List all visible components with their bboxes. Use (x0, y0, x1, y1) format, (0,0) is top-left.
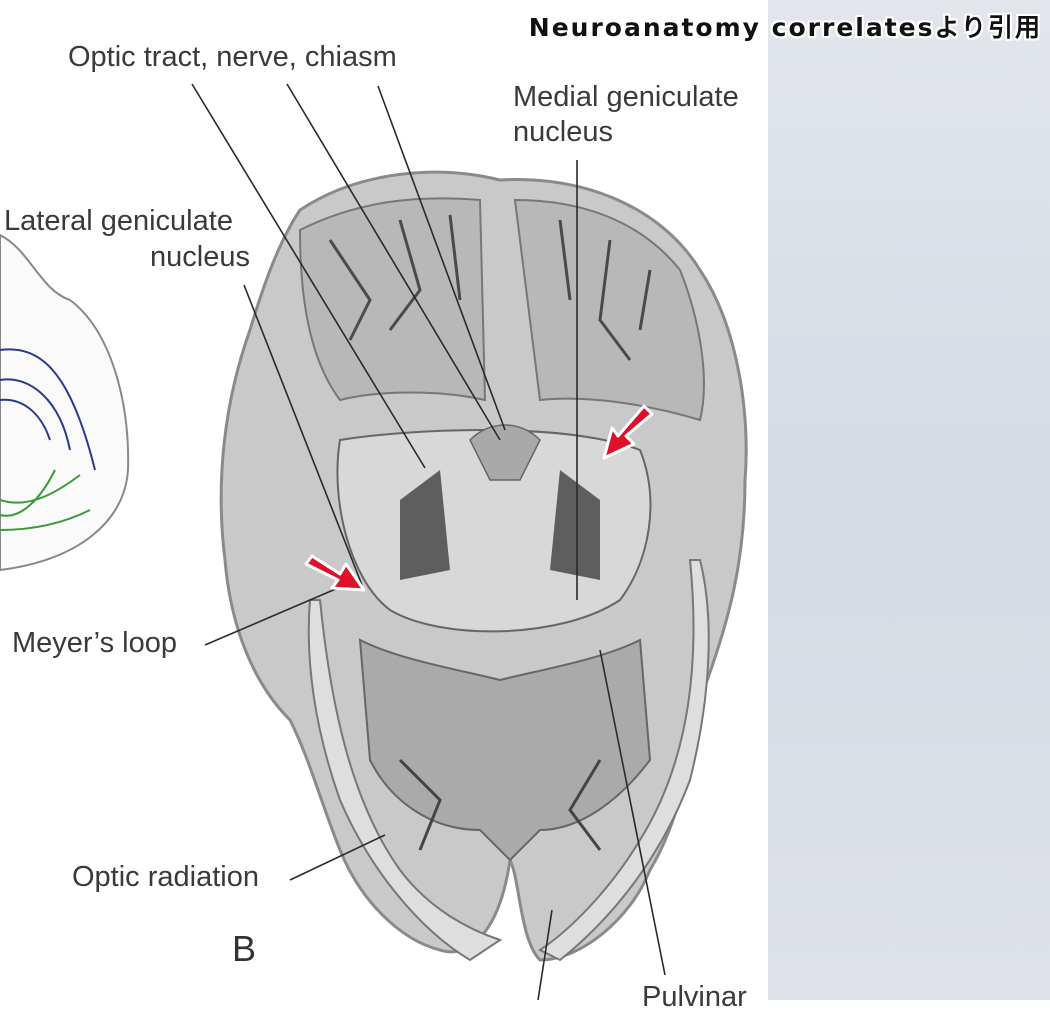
label-lateral-geniculate-2: nucleus (150, 241, 250, 273)
left-sketch-diagram (0, 233, 130, 572)
side-background-panel (768, 0, 1050, 1000)
label-medial-geniculate-1: Medial geniculate (513, 81, 739, 113)
brain-section (219, 170, 748, 962)
label-optic-radiation: Optic radiation (72, 861, 259, 893)
panel-letter: B (232, 928, 257, 969)
red-arrow-lateral-geniculate (304, 554, 366, 592)
anatomy-figure: Optic tract, nerve, chiasm Medial genicu… (0, 41, 748, 1013)
label-meyers-loop: Meyer’s loop (12, 627, 177, 659)
leader-lines (191, 83, 666, 1000)
brain-illustration (0, 83, 748, 1000)
label-optic-tract: Optic tract, nerve, chiasm (68, 41, 397, 73)
label-medial-geniculate-2: nucleus (513, 116, 613, 148)
source-caption: Neuroanatomy correlatesより引用 (528, 13, 1042, 42)
label-lateral-geniculate-1: Lateral geniculate (4, 205, 233, 237)
red-arrow-medial-geniculate (602, 404, 654, 460)
label-pulvinar: Pulvinar (642, 981, 747, 1013)
